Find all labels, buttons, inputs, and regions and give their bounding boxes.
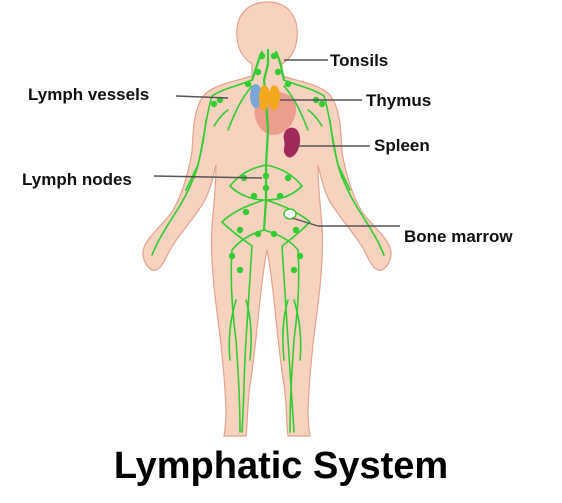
lymph-node (296, 252, 304, 260)
bone-marrow-marker (283, 208, 297, 220)
lymph-node (258, 52, 266, 60)
lymph-node (262, 172, 270, 180)
lymph-vessel (227, 85, 253, 131)
lymph-vessel (228, 299, 237, 361)
lymph-vessel (230, 249, 241, 433)
lymph-node (228, 252, 236, 260)
label-thymus: Thymus (366, 91, 432, 110)
thymus-left-lobe (259, 85, 270, 111)
thymus-right-lobe (269, 85, 280, 111)
body-silhouette (142, 1, 392, 437)
lymph-node (274, 68, 282, 76)
lymph-node (254, 230, 262, 238)
diagram-title: Lymphatic System (113, 445, 449, 487)
lymph-vessel (193, 119, 207, 179)
lymph-node (270, 230, 278, 238)
lymph-vessel (265, 164, 303, 187)
lymph-node (284, 174, 292, 182)
lymph-vessel (245, 299, 252, 361)
lymph-node (262, 184, 270, 192)
lymph-vessel (263, 229, 299, 251)
lymph-vessel (229, 185, 265, 201)
lymph-vessel (282, 299, 289, 361)
lymph-node (244, 80, 252, 88)
lymph-node (292, 226, 300, 234)
leader-lines (153, 59, 400, 227)
lymph-node (290, 266, 298, 274)
label-tonsils: Tonsils (330, 51, 389, 70)
lymph-vessel (241, 245, 253, 433)
label-lymph-nodes: Lymph nodes (22, 170, 132, 189)
lymph-vessel (231, 229, 265, 251)
lymph-vessel (229, 164, 267, 187)
label-bone-marrow: Bone marrow (404, 227, 513, 246)
lymph-vessel (293, 299, 302, 361)
lymph-node (210, 100, 218, 108)
lymph-node (270, 52, 278, 60)
lymph-vessel (283, 85, 309, 131)
lymph-vessel (274, 50, 286, 82)
lymph-node (236, 266, 244, 274)
lymph-vessel (213, 109, 229, 127)
lymph-node (250, 192, 258, 200)
leader-lymph-nodes (153, 175, 263, 179)
thymus-blue-shape (250, 84, 262, 108)
lymph-vessel (337, 164, 351, 191)
lymph-node (236, 226, 244, 234)
leader-bone-marrow (291, 217, 319, 227)
label-spleen: Spleen (374, 136, 430, 155)
lymph-vessel (329, 119, 343, 179)
label-lymph-vessels: Lymph vessels (28, 85, 150, 104)
lymph-vessel (265, 185, 303, 201)
lymph-node-group (210, 52, 326, 274)
lymph-vessel (307, 109, 323, 127)
lymph-vessel (185, 164, 199, 191)
leader-lymph-vessels (175, 95, 229, 99)
lymph-vessel (262, 48, 270, 232)
lymph-node (276, 192, 284, 200)
lymph-node (254, 68, 262, 76)
body-outline (142, 1, 392, 437)
lymph-vessel-network (151, 48, 385, 433)
lymph-vessel (289, 249, 300, 433)
lymph-vessel (221, 221, 253, 247)
thymus-organ (250, 84, 280, 111)
lymph-vessel (221, 199, 265, 223)
lymph-vessel (281, 245, 295, 433)
lymph-node (242, 208, 250, 216)
lymph-vessel (281, 221, 311, 247)
lymph-node (318, 100, 326, 108)
lymph-node (284, 80, 292, 88)
spleen-organ (283, 127, 301, 158)
